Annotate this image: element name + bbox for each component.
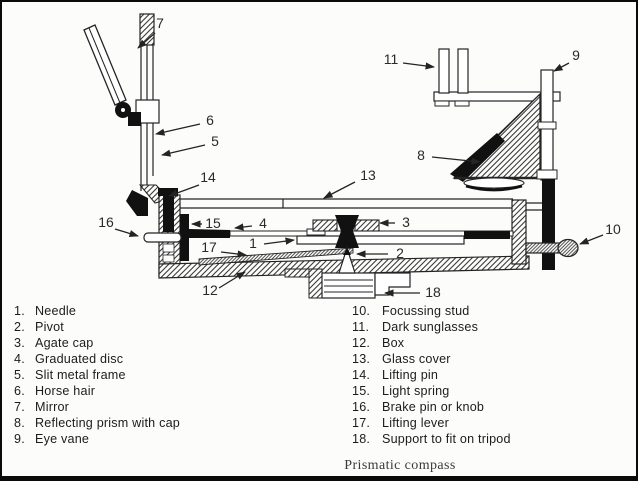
callout-16-label: 16 [98, 214, 114, 230]
prism-cap-shape [463, 177, 525, 189]
callout-11-arrow [402, 62, 435, 70]
compass-box [143, 188, 542, 299]
legend-item-glass-cover: 13.Glass cover [352, 352, 451, 366]
prism-silvered-face [450, 133, 505, 182]
lifting-pin-shape [163, 188, 174, 232]
legend-item-light-spring: 15.Light spring [352, 384, 450, 398]
callout-8-label: 8 [417, 147, 425, 163]
callout-17-arrow [220, 250, 247, 258]
mirror-inner-line [88, 27, 121, 104]
callout-8-arrow [431, 156, 481, 165]
hinge-block [128, 112, 141, 126]
light-spring-shape [189, 229, 230, 238]
prism-assembly [433, 48, 579, 270]
sunglasses-lens-left [438, 48, 450, 94]
sunglasses-foot-left [434, 100, 450, 107]
support-socket [321, 272, 376, 299]
pivot-bearing-shape [335, 215, 359, 248]
callout-10-label: 10 [605, 221, 621, 237]
callout-7-arrow [137, 32, 156, 49]
callout-17-label: 17 [201, 239, 217, 255]
sunglasses-arm [433, 91, 561, 102]
legend-item-pivot: 2.Pivot [14, 320, 64, 334]
lifting-lever-shape [198, 247, 354, 266]
agate-cap-right [354, 219, 380, 232]
pivot-cone [338, 246, 356, 274]
legend-item-eye-vane: 9.Eye vane [14, 432, 90, 446]
callout-14-label: 14 [200, 169, 216, 185]
frame-bracket [135, 99, 160, 124]
legend-right-column: 10.Focussing stud 11.Dark sunglasses 12.… [352, 303, 511, 447]
callout-1-label: 1 [249, 235, 257, 251]
callout-1-arrow [263, 237, 295, 245]
focussing-stud-shape [557, 238, 579, 258]
callout-5-label: 5 [211, 133, 219, 149]
mirror-hinge-pin [121, 108, 125, 112]
wall-slot-top [162, 243, 175, 253]
legend-item-reflecting-prism: 8.Reflecting prism with cap [14, 416, 180, 430]
legend-item-brake-pin: 16.Brake pin or knob [352, 400, 485, 414]
legend-item-horse-hair: 6.Horse hair [14, 384, 96, 398]
legend-item-lifting-lever: 17.Lifting lever [352, 416, 450, 430]
callout-labels: 1 2 3 4 5 6 7 8 9 10 11 12 13 14 15 16 1… [98, 15, 621, 300]
legend-item-graduated-disc: 4.Graduated disc [14, 352, 124, 366]
support-step [374, 272, 411, 296]
tripod-support-shape [284, 268, 411, 299]
callout-6-arrow [155, 123, 201, 136]
legend-item-lifting-pin: 14.Lifting pin [352, 368, 439, 382]
callout-4-label: 4 [259, 215, 267, 231]
legend-item-tripod-support: 18.Support to fit on tripod [352, 432, 511, 446]
sunglasses-foot-right [454, 100, 470, 107]
callout-11-label: 11 [384, 51, 399, 67]
prism-cap-rim [465, 184, 523, 192]
eye-vane-tick [537, 121, 557, 130]
glass-cover-lines [180, 198, 542, 211]
callout-15-label: 15 [205, 215, 221, 231]
callout-6-label: 6 [206, 112, 214, 128]
legend-left-column: 1.Needle 2.Pivot 3.Agate cap 4.Graduated… [14, 303, 180, 447]
callout-9-label: 9 [572, 47, 580, 63]
callout-2-label: 2 [396, 245, 404, 261]
light-spring-post [180, 214, 189, 261]
eye-vane-collar [536, 169, 558, 180]
compass-diagram-canvas: 1 2 3 4 5 6 7 8 9 10 11 12 13 14 15 16 1… [83, 13, 621, 300]
callout-5-arrow [161, 144, 206, 157]
callout-3-label: 3 [402, 214, 410, 230]
callout-12-label: 12 [202, 282, 218, 298]
legend-item-slit-metal-frame: 5.Slit metal frame [14, 368, 126, 382]
callout-14-arrow [168, 184, 200, 197]
legend-item-dark-sunglasses: 11.Dark sunglasses [352, 320, 479, 334]
legend-item-focussing-stud: 10.Focussing stud [352, 304, 470, 318]
focussing-stud-rod [525, 242, 561, 254]
figure-caption: Prismatic compass [344, 458, 456, 473]
support-thread-lines [324, 279, 373, 293]
legend-item-box: 12.Box [352, 336, 405, 350]
slit-metal-frame [83, 13, 171, 216]
sunglasses-lens-right [457, 48, 469, 94]
box-right-rim [511, 199, 527, 265]
frame-bend-black [126, 190, 148, 216]
callout-9-arrow [553, 62, 570, 72]
legend-item-mirror: 7.Mirror [14, 400, 70, 414]
mirror-shape [83, 24, 127, 106]
callout-18-label: 18 [425, 284, 441, 300]
callout-10-arrow [579, 234, 604, 245]
legend-item-needle: 1.Needle [14, 304, 77, 318]
pivot-tip [343, 248, 351, 255]
needle-dark-end [464, 231, 510, 239]
brake-pin-shape [143, 232, 182, 243]
callout-16-arrow [114, 228, 139, 237]
callout-13-label: 13 [360, 167, 376, 183]
callout-arrows [114, 32, 604, 297]
needle-shape [296, 235, 465, 245]
callout-4-arrow [234, 223, 253, 231]
agate-cap-left [312, 219, 338, 232]
wall-slot-bottom [162, 254, 175, 263]
callout-12-arrow [218, 271, 246, 289]
callout-13-arrow [323, 181, 356, 199]
callout-7-label: 7 [156, 15, 164, 31]
support-leg [308, 268, 323, 299]
eye-vane-lower [542, 179, 555, 270]
legend-item-agate-cap: 3.Agate cap [14, 336, 94, 350]
